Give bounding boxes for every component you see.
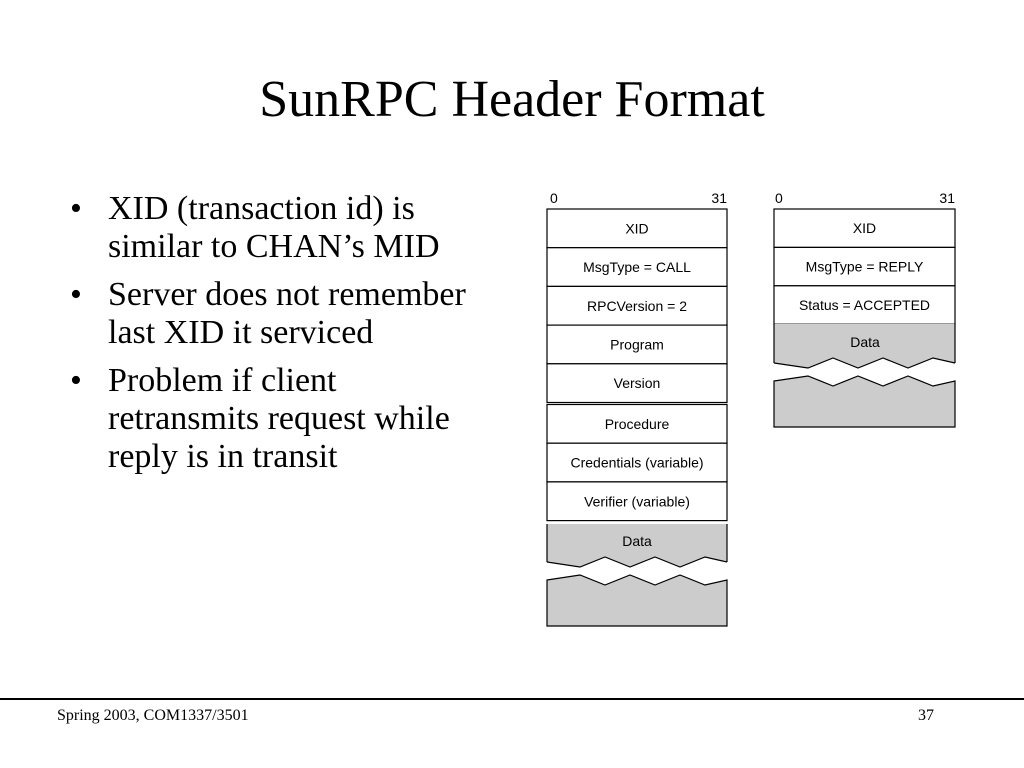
header-field-box — [546, 324, 728, 365]
call-data-label: Data — [622, 533, 652, 549]
slide-title: SunRPC Header Format — [259, 71, 765, 128]
header-field-label: Version — [614, 375, 661, 391]
header-field-label: MsgType = CALL — [583, 259, 691, 275]
header-format-diagram: 0 31 XID MsgType = CALL RPCVersion = 2 Prog… — [546, 190, 956, 627]
bullet-line: last XID it serviced — [108, 314, 374, 351]
bullet-line: reply is in transit — [108, 438, 338, 475]
reply-fields: XID MsgType = REPLY Status = ACCEPTED — [773, 208, 956, 325]
call-fields: XID MsgType = CALL RPCVersion = 2 ProgramVe… — [546, 208, 728, 522]
header-field-label: MsgType = REPLY — [806, 259, 924, 275]
header-field-box — [546, 208, 728, 249]
footer-divider — [0, 698, 1024, 700]
reply-data-block: Data — [773, 324, 956, 428]
header-field-label: Verifier (variable) — [584, 493, 690, 509]
header-field-label: RPCVersion = 2 — [587, 298, 687, 314]
header-field-box — [546, 247, 728, 288]
reply-data-top-break — [773, 357, 956, 369]
header-field-label: XID — [853, 220, 876, 236]
bullet-line: similar to CHAN’s MID — [108, 228, 440, 265]
call-data-block: Data — [546, 524, 728, 627]
reply-bit-end: 31 — [939, 190, 955, 206]
bullet-dot-icon: • — [70, 190, 82, 227]
footer-course: Spring 2003, COM1337/3501 — [57, 707, 249, 724]
bullet-item: • Problem if client retransmits request … — [70, 362, 540, 476]
header-field-label: XID — [625, 220, 648, 236]
header-field-box — [546, 363, 728, 404]
reply-data-label: Data — [850, 334, 880, 350]
bullet-item: • Server does not remember last XID it s… — [70, 276, 540, 352]
call-data-top-break — [546, 556, 728, 568]
call-message-header: 0 31 XID MsgType = CALL RPCVersion = 2 Prog… — [546, 190, 728, 627]
bullet-line: retransmits request while — [108, 400, 450, 437]
call-bit-start: 0 — [550, 190, 558, 206]
bullet-dot-icon: • — [70, 276, 82, 313]
bullet-line: Problem if client — [108, 362, 337, 399]
bullet-item: • XID (transaction id) is similar to CHA… — [70, 190, 540, 266]
call-data-bottom-fill — [546, 574, 728, 627]
header-field-label: Credentials (variable) — [570, 455, 703, 471]
header-field-box — [773, 246, 956, 287]
header-field-label: Program — [610, 336, 664, 352]
header-field-label: Status = ACCEPTED — [799, 297, 930, 313]
header-field-box — [546, 481, 728, 522]
call-bit-end: 31 — [711, 190, 727, 206]
footer-page-number: 37 — [918, 707, 934, 724]
bullet-line: Server does not remember — [108, 276, 466, 313]
reply-data-top-fill — [774, 324, 955, 368]
call-data-top-fill — [547, 524, 727, 567]
header-field-box — [546, 285, 728, 326]
reply-bit-start: 0 — [775, 190, 783, 206]
header-field-label: Procedure — [605, 416, 670, 432]
bullet-list: • XID (transaction id) is similar to CHA… — [70, 190, 540, 486]
bullet-dot-icon: • — [70, 362, 82, 399]
header-field-box — [546, 403, 728, 444]
reply-data-bottom-fill — [773, 375, 956, 428]
bullet-line: XID (transaction id) is — [108, 190, 415, 227]
header-field-box — [773, 208, 956, 249]
reply-message-header: 0 31 XID MsgType = REPLY Status = ACCEPTED… — [773, 190, 956, 428]
